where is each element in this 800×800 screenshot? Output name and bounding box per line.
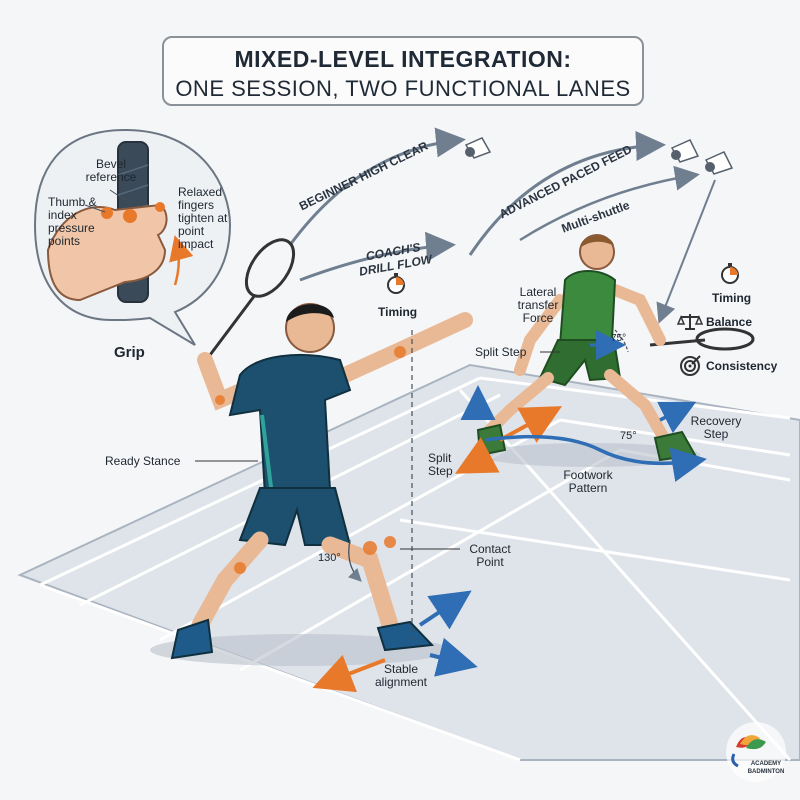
legend-timing-label: Timing	[712, 291, 752, 305]
shuttle-2	[670, 139, 700, 163]
ready-stance-label: Ready Stance	[105, 454, 181, 468]
grip-title: Grip	[114, 344, 145, 361]
lateral-transfer-label: Lateral transfer Force	[517, 285, 559, 325]
finger-pressure-point	[155, 202, 165, 212]
thumb-pressure-point	[101, 207, 113, 219]
stable-alignment-label: Stable alignment	[374, 662, 428, 689]
bevel-reference-label: Bevel reference	[85, 157, 137, 184]
title-line-1: MIXED-LEVEL INTEGRATION:	[234, 46, 572, 72]
index-pressure-point	[123, 209, 137, 223]
thumb-index-label: Thumb & index pressure points	[48, 195, 97, 248]
logo-line-1: ACADEMY	[750, 761, 782, 767]
coach-flow-arrow	[299, 231, 456, 282]
split-step-right-label: Split Step	[475, 345, 527, 359]
multi-shuttle-arrow	[519, 165, 700, 242]
split-step-left-label: Split Step	[428, 451, 453, 478]
contact-point-label: Contact Point	[469, 542, 511, 569]
beginner-clear-arrow	[288, 127, 466, 246]
academy-logo-text: ACADEMY BADMINTON	[738, 760, 794, 776]
relaxed-fingers-label: Relaxed fingers tighten at point impact	[178, 185, 228, 251]
timing-label: Timing	[378, 305, 418, 319]
stopwatch-icon	[387, 273, 405, 294]
shuttle-3	[704, 151, 734, 175]
legend-timing-icon	[721, 263, 739, 284]
footwork-pattern-label: Footwork Pattern	[563, 468, 613, 495]
recovery-step-label: Recovery Step	[690, 414, 742, 441]
grip-hand	[46, 203, 168, 302]
title-box: MIXED-LEVEL INTEGRATION: ONE SESSION, TW…	[162, 36, 644, 106]
angle-130-label: 130°	[318, 552, 341, 564]
angle-75-lower-label: 75°	[620, 430, 637, 442]
advanced-feed-arrow	[468, 131, 666, 256]
angle-75-upper-label: 75°	[611, 333, 627, 344]
shuttle-1	[464, 137, 492, 159]
beginner-player	[170, 238, 473, 660]
shuttle-drop-arrow	[656, 179, 716, 324]
legend-balance-label: Balance	[706, 315, 753, 329]
advanced-player	[476, 234, 755, 462]
logo-line-2: BADMINTON	[747, 769, 785, 775]
academy-logo	[726, 722, 786, 782]
title-line-2: ONE SESSION, TWO FUNCTIONAL LANES	[175, 76, 631, 101]
legend-balance-icon	[676, 314, 704, 330]
legend-consistency-label: Consistency	[706, 359, 778, 373]
legend-consistency-icon	[680, 355, 701, 376]
